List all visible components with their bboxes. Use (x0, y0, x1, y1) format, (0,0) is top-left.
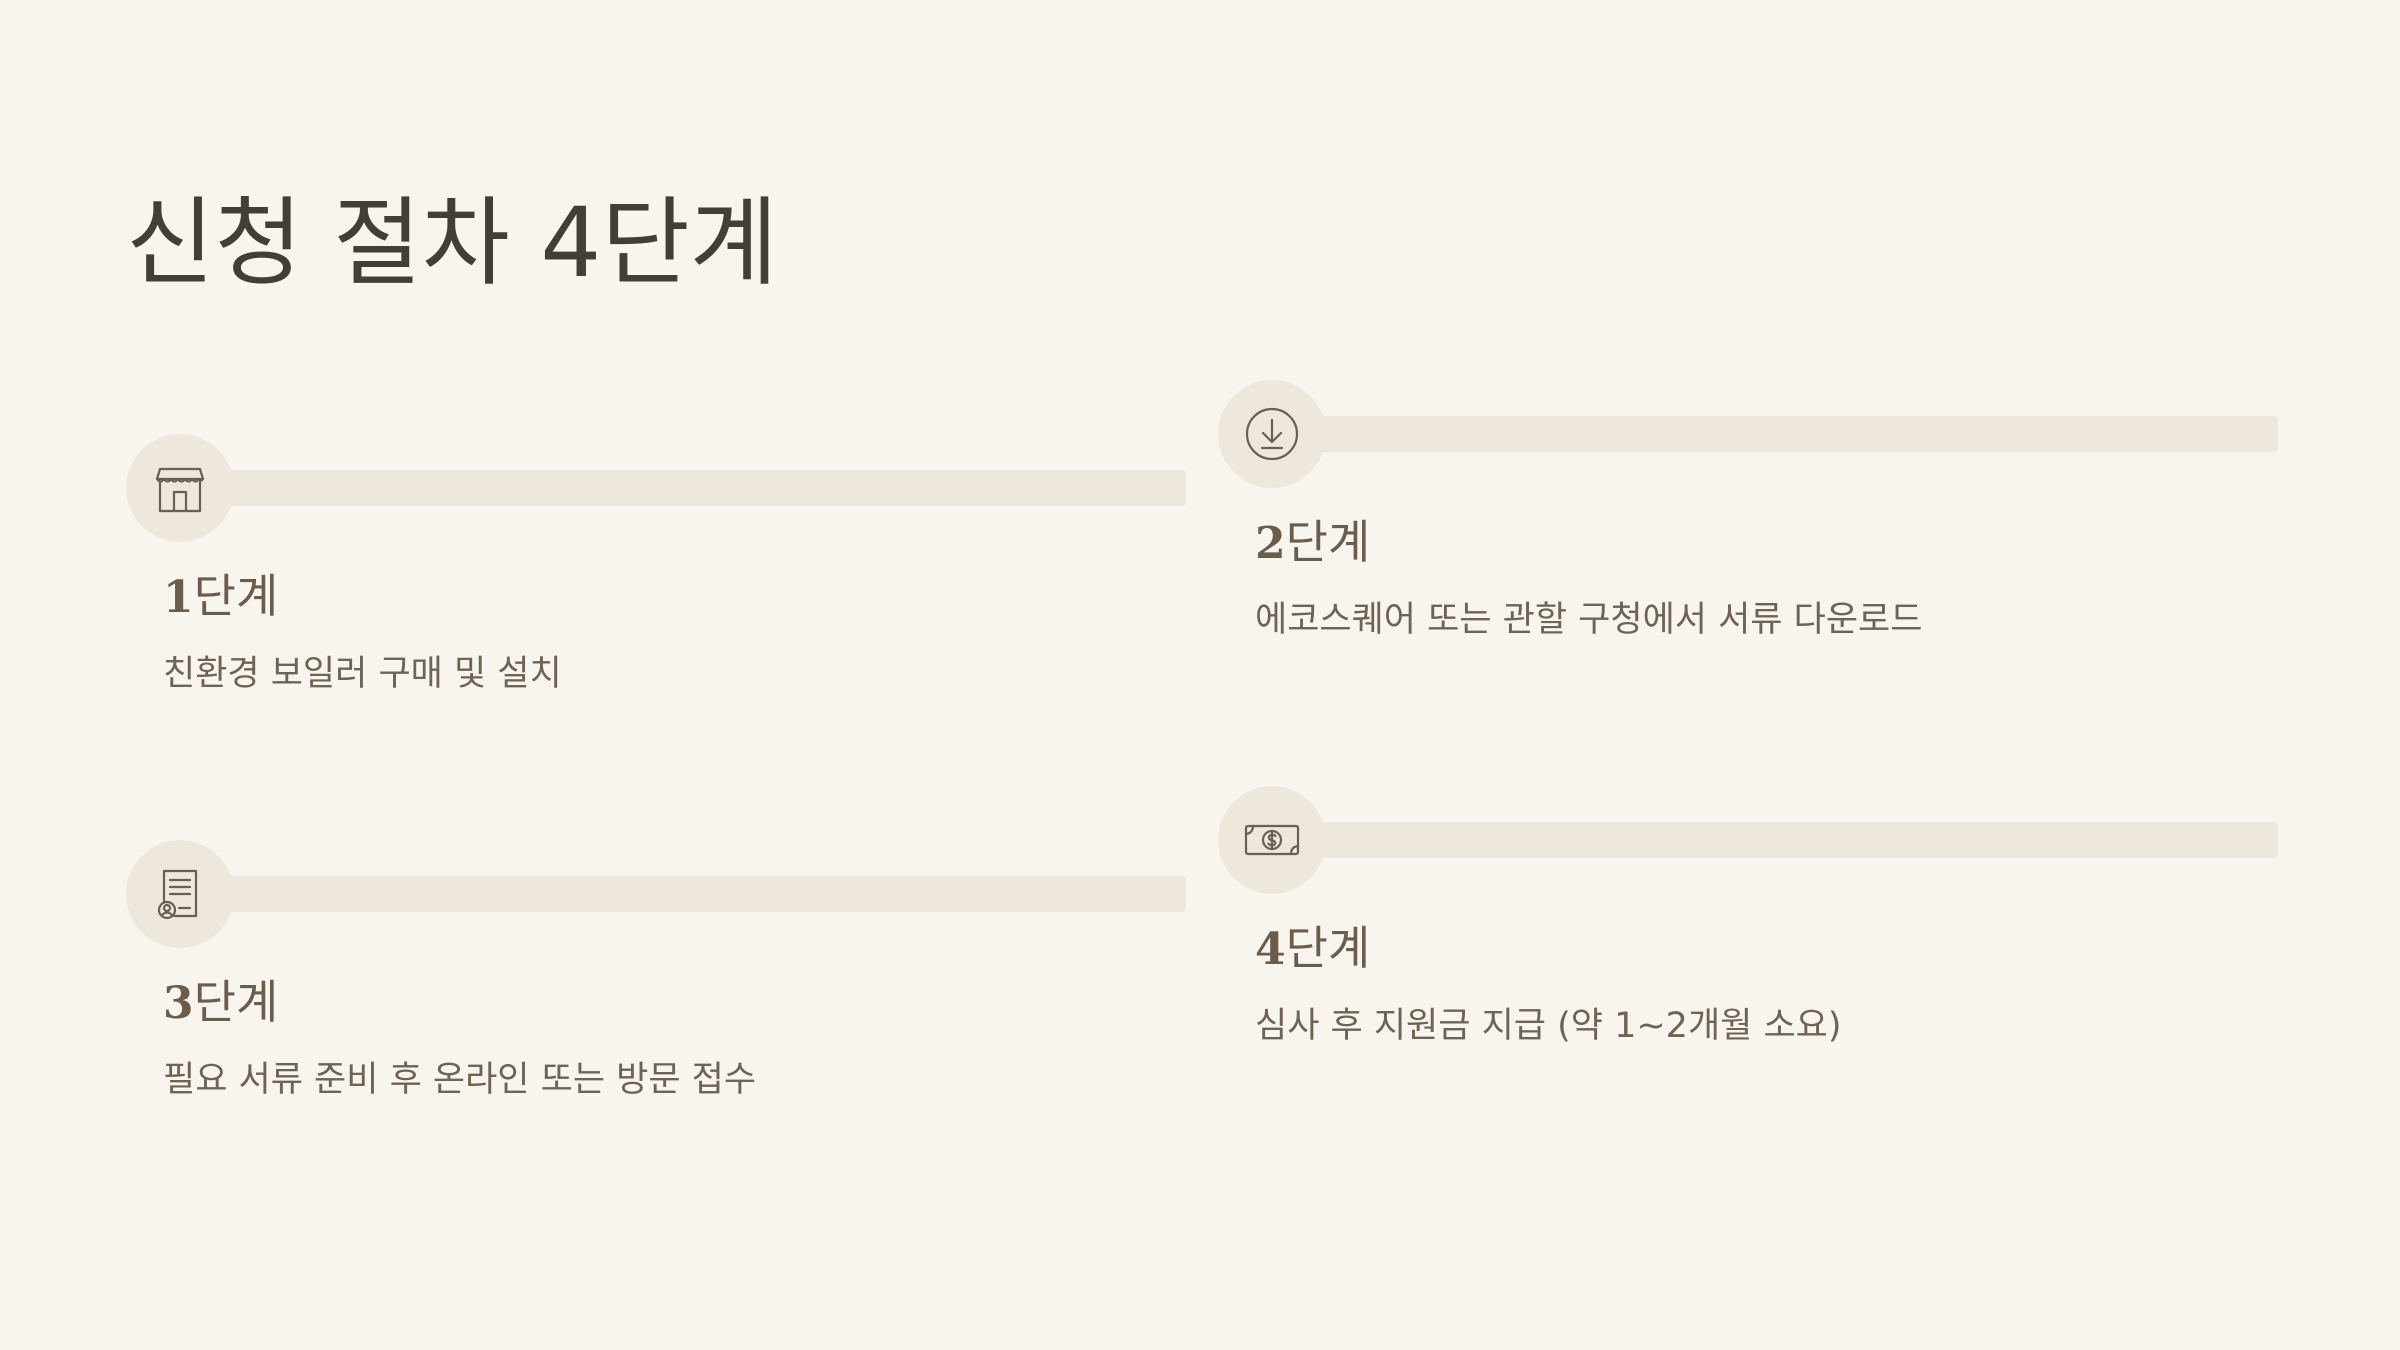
step-bar (1308, 416, 2278, 452)
step-icon-badge (126, 434, 234, 542)
step-suffix: 단계 (193, 569, 279, 623)
step-bar (216, 470, 1186, 506)
money-bill-icon (1244, 824, 1300, 856)
step-suffix: 단계 (193, 975, 279, 1029)
step-bar (216, 876, 1186, 912)
step-card-3: 3단계 필요 서류 준비 후 온라인 또는 방문 접수 (126, 840, 1186, 1160)
step-heading: 4단계 (1255, 918, 1370, 980)
step-suffix: 단계 (1285, 515, 1371, 569)
step-number: 1 (163, 572, 194, 623)
step-description: 필요 서류 준비 후 온라인 또는 방문 접수 (163, 1060, 757, 1100)
page-title: 신청 절차 4단계 (126, 187, 779, 299)
step-card-1: 1단계 친환경 보일러 구매 및 설치 (126, 434, 1186, 754)
step-icon-badge (1218, 380, 1326, 488)
step-description: 친환경 보일러 구매 및 설치 (163, 654, 562, 694)
step-description: 심사 후 지원금 지급 (약 1~2개월 소요) (1255, 1006, 1842, 1046)
step-icon-badge (126, 840, 234, 948)
step-number: 4 (1255, 924, 1286, 975)
step-heading: 3단계 (163, 972, 278, 1034)
step-suffix: 단계 (1285, 921, 1371, 975)
storefront-icon (155, 467, 205, 513)
step-number: 2 (1255, 518, 1286, 569)
step-icon-badge (1218, 786, 1326, 894)
step-bar (1308, 822, 2278, 858)
certificate-icon (157, 869, 198, 920)
step-heading: 1단계 (163, 566, 278, 628)
step-description: 에코스퀘어 또는 관할 구청에서 서류 다운로드 (1255, 600, 1923, 640)
step-card-2: 2단계 에코스퀘어 또는 관할 구청에서 서류 다운로드 (1218, 380, 2278, 700)
step-card-4: 4단계 심사 후 지원금 지급 (약 1~2개월 소요) (1218, 786, 2278, 1106)
step-number: 3 (163, 978, 194, 1029)
download-icon (1245, 407, 1299, 461)
step-heading: 2단계 (1255, 512, 1370, 574)
